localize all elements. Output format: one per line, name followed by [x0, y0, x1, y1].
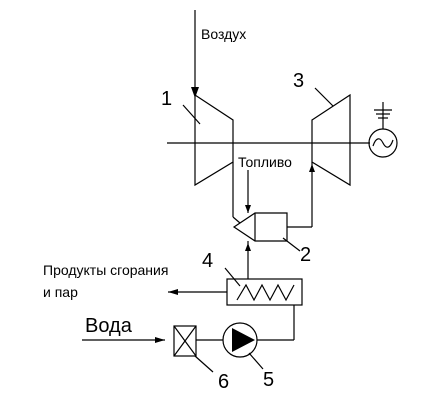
air-inlet-arrow	[191, 87, 199, 98]
pump-triangle-icon	[232, 328, 255, 352]
label-1: 1	[161, 88, 172, 110]
label-5: 5	[263, 369, 274, 391]
compressor	[194, 93, 234, 187]
exhaust-label-line2: и пар	[43, 284, 78, 300]
exhaust-label: Продукты сгорания	[43, 262, 168, 278]
turbine	[311, 93, 351, 187]
leader-line-2	[282, 237, 301, 252]
leader-line-1	[182, 104, 201, 125]
leader-line-6	[194, 355, 214, 373]
treatment-cross-2	[173, 325, 197, 357]
label-2: 2	[300, 244, 311, 266]
fuel-arrow	[245, 205, 251, 213]
leader-line-3	[314, 87, 334, 107]
steam-arrow	[245, 243, 251, 251]
combustion-chamber	[232, 212, 288, 242]
hot-gas-arrow	[309, 164, 315, 172]
label-4: 4	[202, 250, 213, 272]
label-3: 3	[293, 70, 304, 92]
leader-line-4	[224, 267, 241, 287]
heat-exchanger-coil	[236, 283, 295, 302]
water-inlet-arrow	[155, 337, 165, 343]
fuel-label: Топливо	[238, 154, 292, 170]
sine-wave-icon	[372, 138, 394, 148]
exhaust-arrow	[168, 289, 178, 295]
leader-line-5	[248, 352, 264, 370]
water-label: Вода	[85, 315, 133, 337]
air-label: Воздух	[201, 26, 246, 42]
label-6: 6	[218, 371, 229, 393]
water-treatment-unit	[173, 325, 197, 357]
